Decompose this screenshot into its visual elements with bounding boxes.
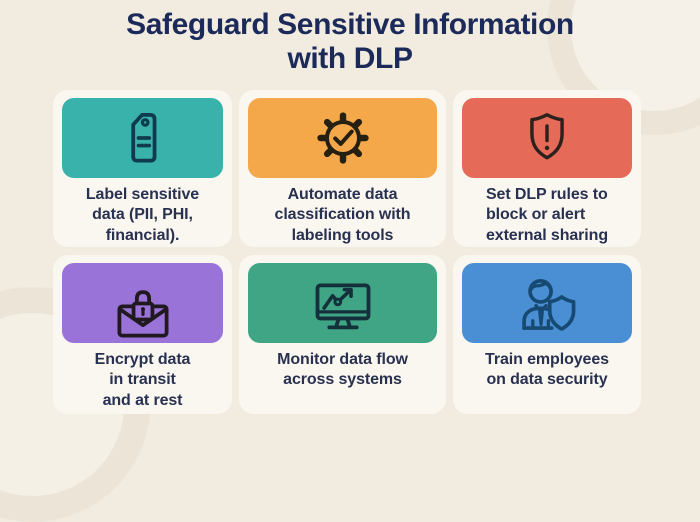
card-color-header xyxy=(62,263,223,343)
mail-lock-icon xyxy=(117,290,168,338)
shield-alert-icon xyxy=(530,113,564,160)
page-title: Safeguard Sensitive Information with DLP xyxy=(126,8,574,76)
card-color-header xyxy=(462,98,632,178)
card-label-sensitive-data: Label sensitive data (PII, PHI, financia… xyxy=(53,90,232,247)
card-color-header xyxy=(62,98,223,178)
gear-check-icon xyxy=(316,112,369,164)
card-text-automate-classification: Automate data classification with labeli… xyxy=(274,186,411,244)
card-text-train-employees: Train employees on data security xyxy=(485,351,609,389)
card-train-employees: Train employees on data security xyxy=(453,255,641,414)
card-text-monitor-data-flow: Monitor data flow across systems xyxy=(277,351,408,389)
card-color-header xyxy=(248,98,437,178)
monitor-chart-icon xyxy=(315,283,370,330)
card-text-label-sensitive-data: Label sensitive data (PII, PHI, financia… xyxy=(85,186,200,244)
tag-icon xyxy=(130,113,156,163)
cards-grid: Label sensitive data (PII, PHI, financia… xyxy=(53,90,641,414)
card-automate-classification: Automate data classification with labeli… xyxy=(239,90,446,247)
card-color-header xyxy=(462,263,632,343)
card-monitor-data-flow: Monitor data flow across systems xyxy=(239,255,446,414)
card-encrypt-data: Encrypt data in transit and at rest xyxy=(53,255,232,414)
card-text-encrypt-data: Encrypt data in transit and at rest xyxy=(94,351,191,409)
employee-shield-icon xyxy=(522,279,576,331)
card-set-dlp-rules: Set DLP rules to block or alert external… xyxy=(453,90,641,247)
card-text-set-dlp-rules: Set DLP rules to block or alert external… xyxy=(485,186,608,244)
card-color-header xyxy=(248,263,437,343)
